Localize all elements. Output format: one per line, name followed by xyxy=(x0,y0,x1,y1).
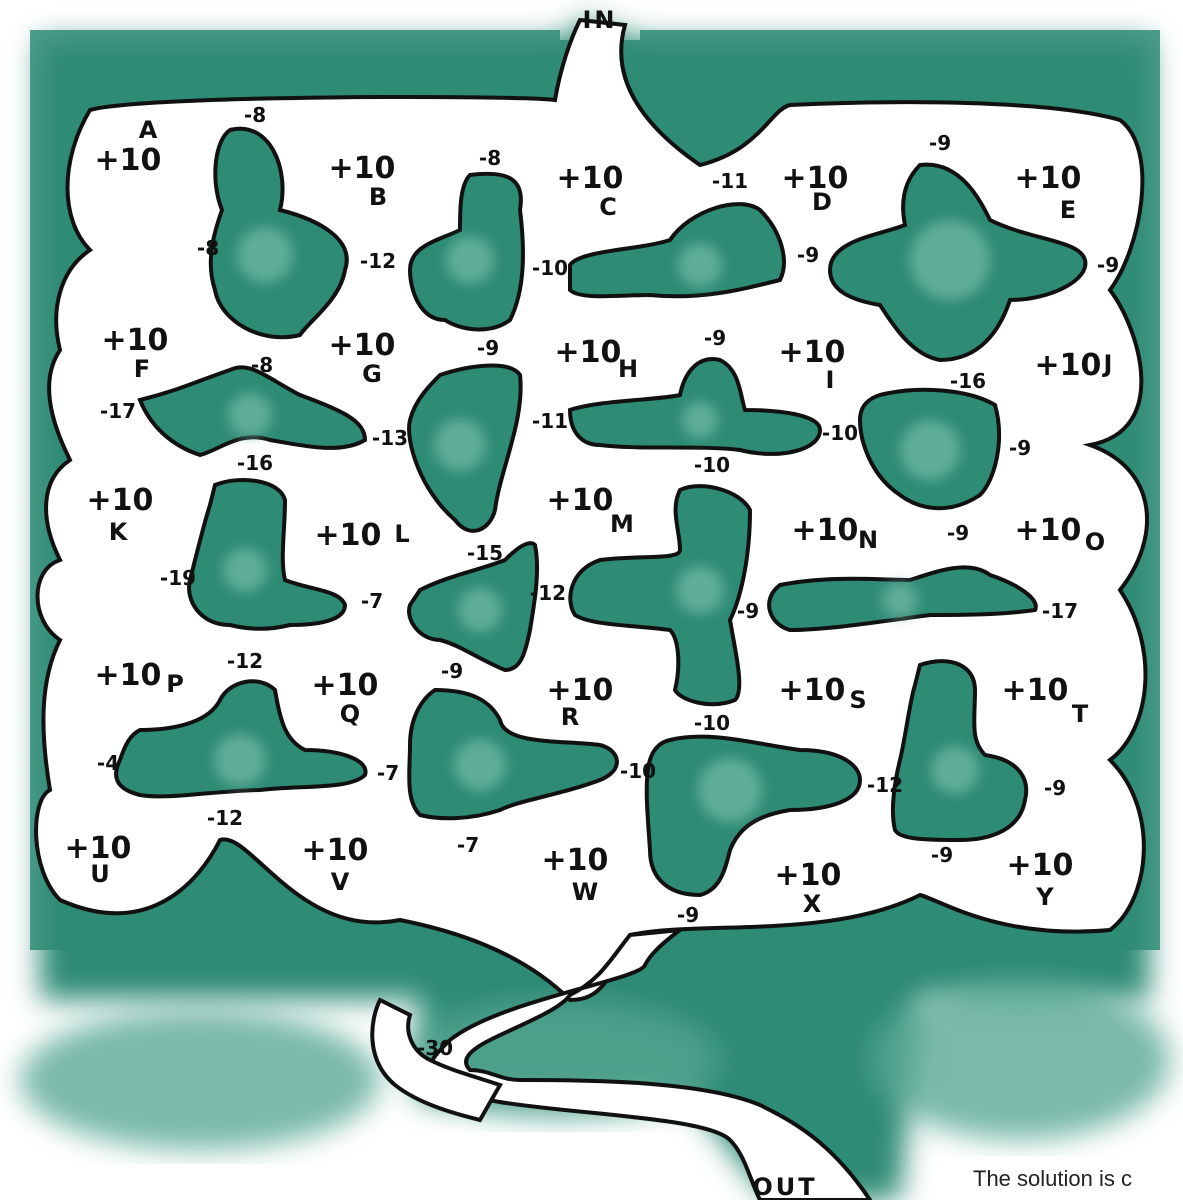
room-value: +10 xyxy=(779,673,846,708)
room-value: +10 xyxy=(329,151,396,186)
passage-cost: -7 xyxy=(361,589,383,613)
room-value: +10 xyxy=(315,518,382,553)
room-value: +10 xyxy=(1007,848,1074,883)
room-letter: F xyxy=(134,355,150,383)
room-value: +10 xyxy=(102,323,169,358)
solution-note: The solution is c xyxy=(973,1166,1132,1192)
passage-cost: -9 xyxy=(797,243,819,267)
room-value: +10 xyxy=(775,858,842,893)
room-value: +10 xyxy=(87,483,154,518)
entrance-label: IN xyxy=(582,6,617,34)
passage-cost: -17 xyxy=(1042,599,1078,623)
room-letter: E xyxy=(1060,196,1076,224)
room-letter: M xyxy=(610,510,634,538)
passage-cost: -9 xyxy=(677,903,699,927)
passage-cost: -16 xyxy=(950,369,986,393)
room-value: +10 xyxy=(542,843,609,878)
room-value: +10 xyxy=(557,161,624,196)
room-letter: N xyxy=(858,526,878,554)
passage-cost: -11 xyxy=(712,169,748,193)
passage-cost: -4 xyxy=(97,751,119,775)
passage-cost: -10 xyxy=(694,453,730,477)
passage-cost: -8 xyxy=(244,103,266,127)
passage-cost: -10 xyxy=(822,421,858,445)
passage-cost: -9 xyxy=(737,599,759,623)
room-letter: P xyxy=(166,670,184,698)
room-value: +10 xyxy=(95,143,162,178)
room-letter: H xyxy=(618,355,638,383)
room-value: +10 xyxy=(95,658,162,693)
room-letter: K xyxy=(109,518,129,546)
room-letter: Q xyxy=(340,700,360,728)
room-letter: V xyxy=(331,868,350,896)
room-letter: U xyxy=(90,860,110,888)
room-letter: T xyxy=(1072,700,1089,728)
room-letter: R xyxy=(561,703,579,731)
passage-cost: -12 xyxy=(207,806,243,830)
passage-cost: -8 xyxy=(479,146,501,170)
room-value: +10 xyxy=(312,668,379,703)
passage-cost: -9 xyxy=(441,659,463,683)
passage-cost: -7 xyxy=(457,833,479,857)
passage-cost: -9 xyxy=(929,131,951,155)
room-letter: X xyxy=(803,890,822,918)
room-letter: L xyxy=(394,520,409,548)
room-letter: A xyxy=(139,116,158,144)
passage-cost: -9 xyxy=(477,336,499,360)
passage-cost: -12 xyxy=(360,249,396,273)
passage-cost: -12 xyxy=(227,649,263,673)
passage-cost: -9 xyxy=(1097,253,1119,277)
passage-cost: -9 xyxy=(1044,776,1066,800)
room-letter: C xyxy=(599,193,617,221)
passage-cost: -12 xyxy=(867,773,903,797)
room-value: +10 xyxy=(302,833,369,868)
passage-cost: -10 xyxy=(694,711,730,735)
passage-cost: -13 xyxy=(372,426,408,450)
room-value: +10 xyxy=(555,335,622,370)
passage-cost: -16 xyxy=(237,451,273,475)
passage-cost: -8 xyxy=(251,353,273,377)
passage-cost: -11 xyxy=(532,409,568,433)
room-value: +10 xyxy=(547,483,614,518)
room-letter: O xyxy=(1085,528,1105,556)
room-letter: I xyxy=(826,366,835,394)
passage-cost: -7 xyxy=(377,761,399,785)
passage-cost: -9 xyxy=(704,326,726,350)
passage-cost: -10 xyxy=(620,759,656,783)
room-value: +10 xyxy=(1015,513,1082,548)
room-letter: Y xyxy=(1035,883,1054,911)
room-letter: D xyxy=(812,188,832,216)
passage-cost: -12 xyxy=(530,581,566,605)
room-letter: S xyxy=(849,686,866,714)
passage-cost: -9 xyxy=(1009,436,1031,460)
room-value: +10 xyxy=(547,673,614,708)
room-letter: W xyxy=(572,878,598,906)
passage-cost: -10 xyxy=(532,256,568,280)
passage-cost: -15 xyxy=(467,541,503,565)
room-value: +10 xyxy=(1035,348,1102,383)
passage-cost: -9 xyxy=(931,843,953,867)
room-value: +10 xyxy=(1015,161,1082,196)
final-passage-cost: -30 xyxy=(417,1036,453,1060)
passage-cost: -17 xyxy=(100,399,136,423)
room-value: +10 xyxy=(329,328,396,363)
room-value: +10 xyxy=(792,513,859,548)
room-value: +10 xyxy=(1002,673,1069,708)
exit-label: OUT xyxy=(752,1173,817,1200)
room-letter: B xyxy=(369,183,387,211)
room-value: +10 xyxy=(779,335,846,370)
room-letter: J xyxy=(1102,350,1113,378)
passage-cost: -9 xyxy=(947,521,969,545)
room-letter: G xyxy=(362,360,382,388)
passage-cost: -19 xyxy=(160,566,196,590)
passage-cost: -8 xyxy=(197,236,219,260)
